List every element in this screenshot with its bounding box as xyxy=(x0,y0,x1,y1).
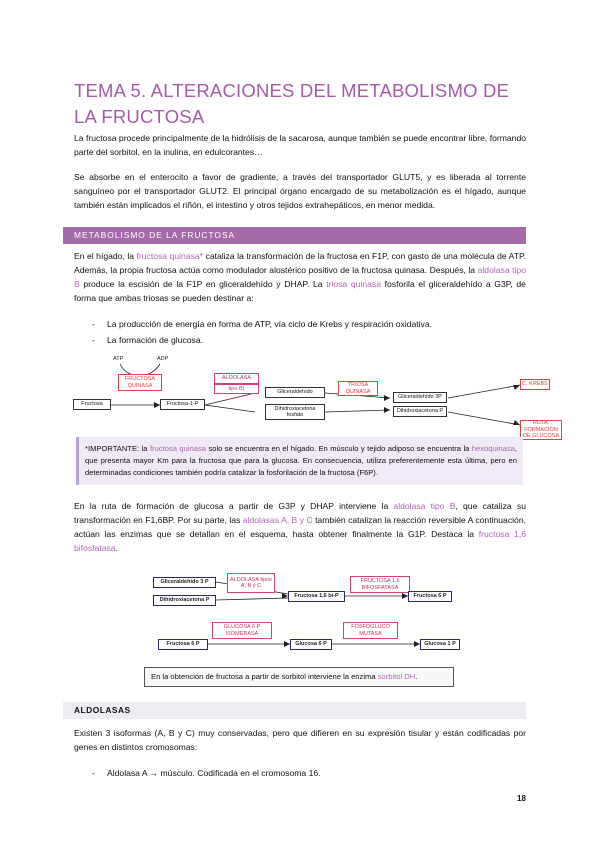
page-title: TEMA 5. ALTERACIONES DEL METABOLISMO DE … xyxy=(74,80,510,127)
gliceraldehido-box: Gliceraldehído xyxy=(265,387,325,398)
triosa-quinasa-box: TRIOSA QUINASA xyxy=(338,381,378,396)
enzyme-fructosa-quinasa: fructosa quinasa* xyxy=(136,251,204,261)
enzyme-triosa-quinasa: triosa quinasa xyxy=(326,279,381,289)
fructosa-1p-box: Fructosa-1-P xyxy=(160,399,205,410)
g3p-box: Gliceraldehído 3P xyxy=(393,392,447,403)
isomerasa-box: GLUCOSA 6 P ISOMERASA xyxy=(212,622,272,639)
f16bp-box: Fructosa 1,6 bi-P xyxy=(288,591,345,602)
dhap-box-3: Dihidroxiacetona P xyxy=(153,595,216,606)
aldolasa-tipo-b-box: tipo B) xyxy=(214,384,259,394)
section2-paragraph-1: Existen 3 isoformas (A, B y C) muy conse… xyxy=(74,728,526,752)
aldolasa-box: ALDOLASA xyxy=(214,373,259,384)
formacion-glucosa-box: RUTA: FORMACIÓN DE GLUCOSA xyxy=(520,420,562,440)
section1-paragraph-1: En el hígado, la fructosa quinasa* catal… xyxy=(74,251,527,303)
aldolasa-abc-box: ALDOLASA tipos A, B y C xyxy=(227,573,275,593)
fructosa-box: Fructosa xyxy=(73,399,111,410)
f6p-box-2: Fructosa 6 P xyxy=(158,639,208,650)
important-note: *IMPORTANTE: la fructosa quinasa solo se… xyxy=(76,437,523,485)
section-heading-aldolasas: ALDOLASAS xyxy=(63,702,526,719)
dhap-box-2: Dihidroxiacetona P xyxy=(393,406,447,417)
fbpasa-box: FRUCTOSA 1,6 BIFOSFATASA xyxy=(350,576,410,593)
page-number: 18 xyxy=(517,794,526,803)
fosfoglucomutasa-box: FOSFOGLUCO MUTASA xyxy=(343,622,398,639)
g3p-box-2: Gliceraldehído 3 P xyxy=(153,577,216,588)
fructosa-quinasa-box: FRUCTOSA QUINASA xyxy=(118,374,162,391)
krebs-box: C. KREBS xyxy=(520,379,550,390)
intro-paragraph-1: La fructosa procede principalmente de la… xyxy=(74,133,526,157)
adp-label: ADP xyxy=(157,356,169,362)
enzyme-aldolasa-b: aldolasa tipo B xyxy=(74,265,526,289)
g1p-box: Glucosa 1 P xyxy=(420,639,460,650)
intro-paragraph-2: Se absorbe en el enterocito a favor de g… xyxy=(74,172,526,210)
atp-label: ATP xyxy=(113,356,124,362)
sorbitol-note: En la obtención de fructosa a partir de … xyxy=(144,667,454,687)
dhap-box: Dihidroxiacetona fosfato xyxy=(265,404,325,420)
f6p-box-1: Fructosa 6 P xyxy=(408,591,452,602)
section1-paragraph-2: En la ruta de formación de glucosa a par… xyxy=(74,501,527,553)
section-heading-metabolismo: METABOLISMO DE LA FRUCTOSA xyxy=(63,227,526,244)
g6p-box: Glucosa 6 P xyxy=(290,639,332,650)
